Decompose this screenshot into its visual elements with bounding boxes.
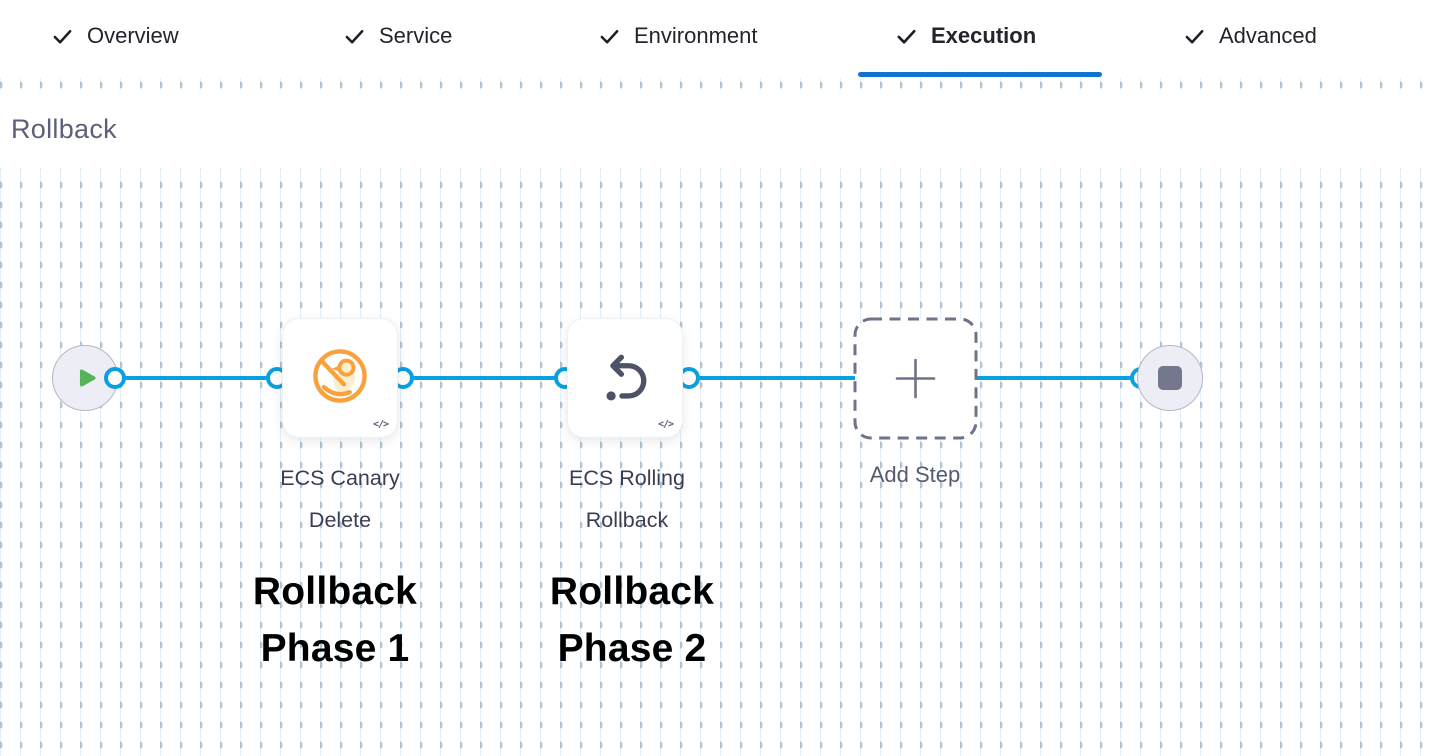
pipeline-canvas[interactable]: Rollback </>	[0, 78, 1440, 756]
plus-icon	[853, 317, 978, 440]
tab-label: Advanced	[1219, 23, 1317, 48]
check-icon	[51, 25, 74, 48]
tab-service[interactable]: Service	[343, 0, 452, 72]
check-icon	[598, 25, 621, 48]
tab-label: Service	[379, 23, 453, 48]
tab-advanced[interactable]: Advanced	[1183, 0, 1317, 72]
tab-label: Overview	[87, 23, 179, 48]
connector-ring[interactable]	[104, 367, 126, 389]
step-label-ecs-canary-delete: ECS Canary Delete	[280, 466, 400, 532]
annotation-rollback-phase-2: Rollback Phase 2	[549, 570, 715, 670]
canary-delete-icon	[309, 345, 371, 412]
code-template-icon: </>	[372, 419, 389, 430]
stage-title: Rollback	[11, 113, 117, 144]
add-step-label: Add Step	[869, 462, 961, 487]
rolling-rollback-icon	[596, 347, 654, 410]
stage-heading-band: Rollback	[0, 90, 1440, 168]
step-node-ecs-rolling-rollback[interactable]: </>	[567, 318, 683, 438]
pipeline-end-node	[1137, 345, 1203, 411]
step-wizard-tabbar: Overview Service Environment Execution A…	[0, 0, 1440, 78]
stop-icon	[1158, 366, 1182, 390]
tab-environment[interactable]: Environment	[598, 0, 758, 72]
active-tab-underline	[858, 72, 1102, 77]
check-icon	[343, 25, 366, 48]
step-node-ecs-canary-delete[interactable]: </>	[282, 318, 398, 438]
tab-execution[interactable]: Execution	[895, 0, 1036, 72]
play-icon	[70, 365, 100, 391]
pipeline-start-node	[52, 345, 118, 411]
tab-overview[interactable]: Overview	[51, 0, 179, 72]
add-step-button[interactable]	[853, 317, 978, 440]
code-template-icon: </>	[657, 419, 674, 430]
tab-label: Execution	[931, 23, 1037, 48]
tab-label: Environment	[634, 23, 758, 48]
step-label-ecs-rolling-rollback: ECS Rolling Rollback	[569, 466, 685, 532]
check-icon	[895, 25, 918, 48]
annotation-rollback-phase-1: Rollback Phase 1	[252, 570, 418, 670]
check-icon	[1183, 25, 1206, 48]
